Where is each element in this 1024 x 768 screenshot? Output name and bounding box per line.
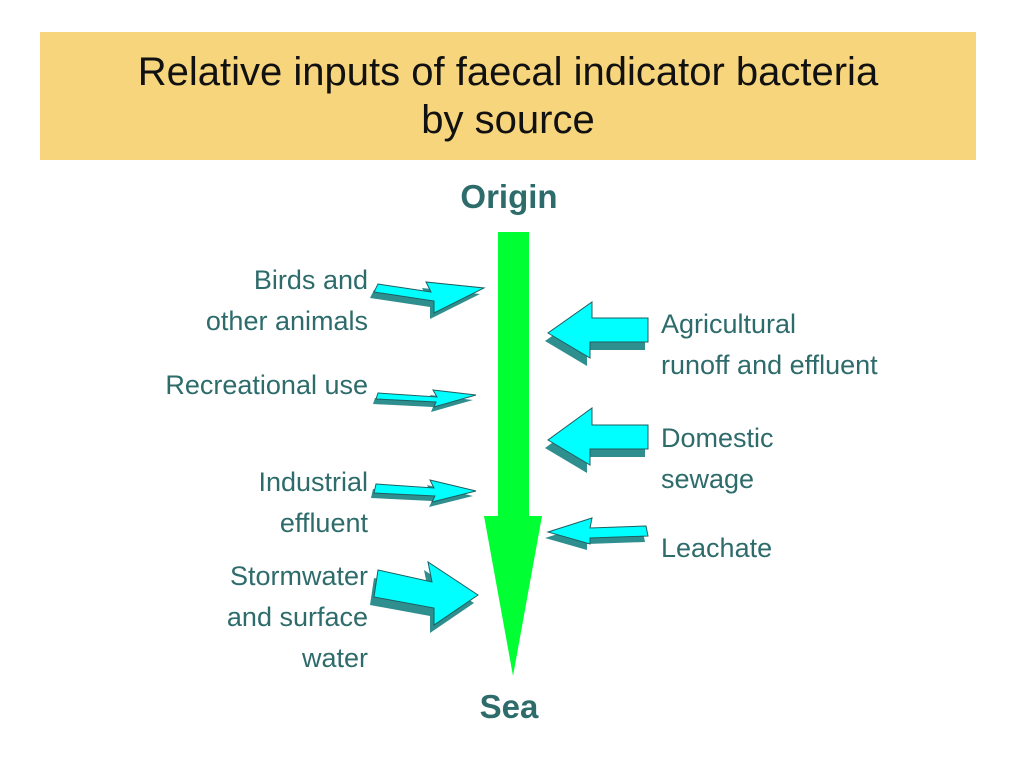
source-label-birds-line2: other animals bbox=[205, 306, 368, 336]
source-label-stormwater-line3: water bbox=[301, 643, 368, 673]
input-arrow-recreational bbox=[373, 389, 477, 412]
source-label-industrial: Industrial effluent bbox=[88, 462, 368, 544]
source-label-recreational: Recreational use bbox=[88, 365, 368, 406]
source-label-stormwater-line2: and surface bbox=[226, 602, 368, 632]
title-line-1: Relative inputs of faecal indicator bact… bbox=[137, 50, 879, 94]
input-arrow-agricultural bbox=[545, 301, 649, 366]
input-arrow-domestic bbox=[545, 407, 649, 473]
flow-arrow bbox=[484, 232, 542, 676]
source-label-domestic-line1: Domestic bbox=[661, 423, 774, 453]
input-arrow-industrial bbox=[371, 479, 477, 507]
source-label-agricultural: Agricultural runoff and effluent bbox=[661, 304, 961, 386]
input-arrow-stormwater bbox=[370, 560, 479, 633]
input-arrow-leachate bbox=[545, 517, 649, 550]
title-banner: Relative inputs of faecal indicator bact… bbox=[40, 32, 976, 160]
source-label-stormwater: Stormwater and surface water bbox=[88, 556, 368, 679]
source-label-agricultural-line1: Agricultural bbox=[661, 309, 797, 339]
source-label-domestic-line2: sewage bbox=[661, 464, 755, 494]
source-label-recreational-line1: Recreational use bbox=[165, 370, 368, 400]
origin-label: Origin bbox=[460, 178, 558, 215]
input-arrow-birds bbox=[370, 281, 486, 319]
source-label-agricultural-line2: runoff and effluent bbox=[661, 350, 878, 380]
source-label-birds: Birds and other animals bbox=[88, 260, 368, 342]
source-label-industrial-line1: Industrial bbox=[258, 467, 368, 497]
source-label-industrial-line2: effluent bbox=[279, 508, 368, 538]
source-label-leachate: Leachate bbox=[661, 528, 961, 569]
source-label-domestic: Domestic sewage bbox=[661, 418, 961, 500]
source-label-leachate-line1: Leachate bbox=[661, 533, 773, 563]
source-label-birds-line1: Birds and bbox=[253, 265, 368, 295]
title-line-2: by source bbox=[421, 98, 595, 142]
sea-label: Sea bbox=[479, 688, 539, 725]
source-label-stormwater-line1: Stormwater bbox=[229, 561, 368, 591]
